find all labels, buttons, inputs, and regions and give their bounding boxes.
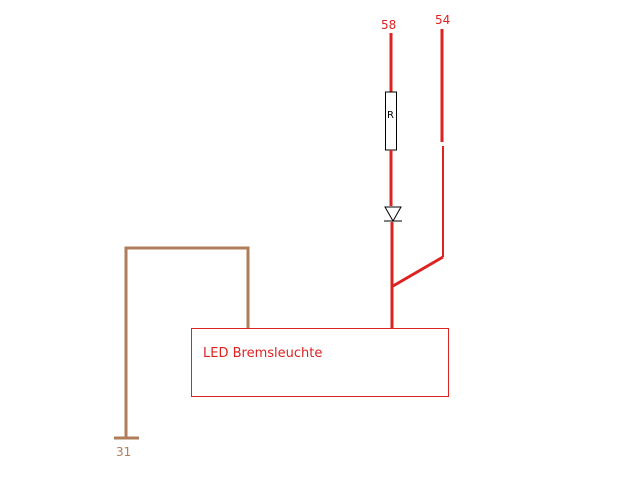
terminal-54-label: 54 xyxy=(435,13,450,27)
diode xyxy=(384,206,402,223)
resistor-label: R xyxy=(387,110,394,121)
wire-54-junction xyxy=(392,255,444,288)
resistor xyxy=(385,91,397,151)
terminal-58-label: 58 xyxy=(381,18,396,32)
led-box-label: LED Bremsleuchte xyxy=(203,346,322,361)
ground-wire xyxy=(124,246,250,438)
terminal-31-label: 31 xyxy=(116,445,131,459)
led-box xyxy=(191,328,449,397)
